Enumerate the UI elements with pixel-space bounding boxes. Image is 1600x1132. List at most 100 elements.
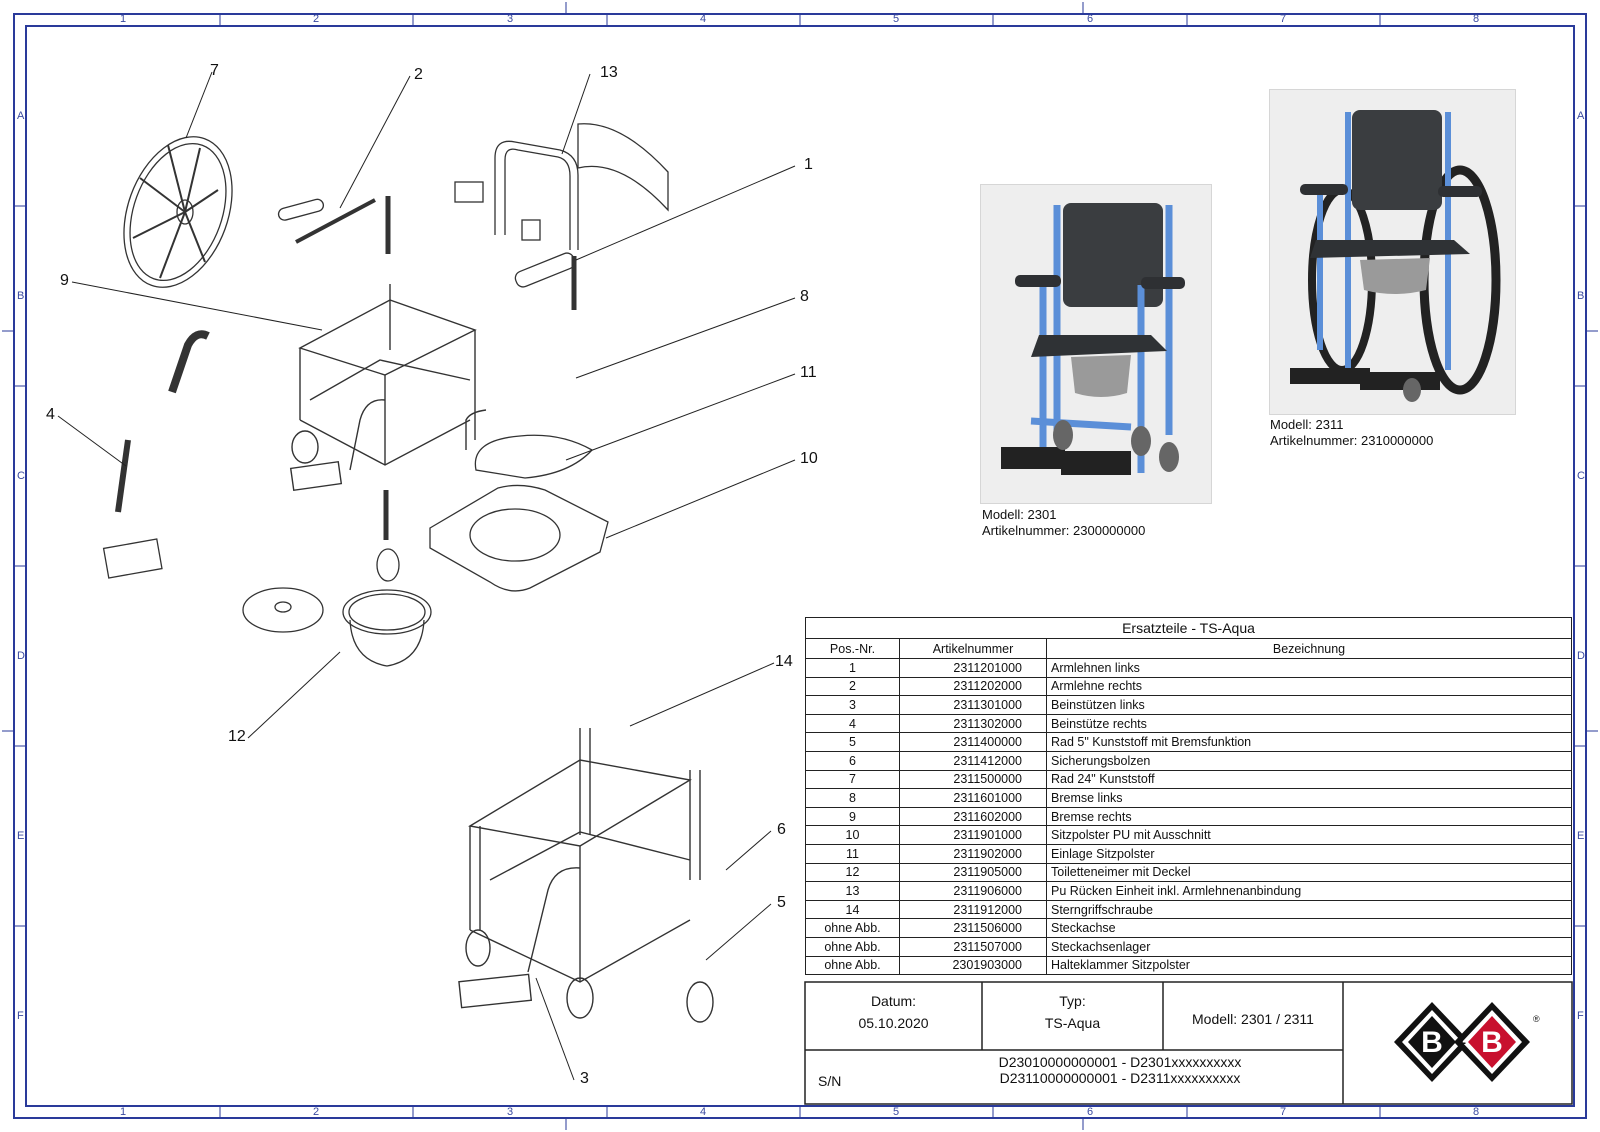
parts-table: Ersatzteile - TS-Aqua Pos.-Nr. Artikelnu…: [805, 617, 1572, 976]
bb-logo-icon: B B + ®: [1392, 1000, 1542, 1084]
zone-col-3-bottom: 3: [507, 1106, 514, 1118]
caption-model-2311: Modell: 2311 Artikelnummer: 2310000000: [1270, 417, 1433, 449]
shower-chair-with-wheels-icon: [1290, 110, 1501, 402]
parts-cell-art: 2311400000: [899, 732, 1047, 752]
callout-9: 9: [60, 272, 69, 289]
callout-2: 2: [414, 66, 423, 83]
parts-cell-desc: Sterngriffschraube: [1046, 899, 1572, 920]
caption-model-2311-name: Modell: 2311: [1270, 417, 1344, 432]
callout-7: 7: [210, 62, 219, 79]
callout-3: 3: [580, 1070, 589, 1087]
callout-8: 8: [800, 288, 809, 305]
sn-ranges: D23010000000001 - D2301xxxxxxxxxx D23110…: [900, 1054, 1340, 1086]
zone-row-c: C: [17, 470, 25, 482]
large-wheel: [123, 136, 233, 288]
date-value: 05.10.2020: [858, 1015, 929, 1031]
zone-col-7-bottom: 7: [1280, 1106, 1287, 1118]
caption-model-2301: Modell: 2301 Artikelnummer: 2300000000: [982, 507, 1145, 539]
zone-row-d: D: [17, 650, 25, 662]
parts-cell-pos: 12: [805, 862, 900, 883]
zone-row-f: F: [17, 1010, 24, 1022]
parts-cell-pos: ohne Abb.: [805, 918, 900, 938]
photo-model-2311: [1269, 89, 1516, 415]
zone-col-3: 3: [507, 13, 514, 25]
type-cell: Typ: TS-Aqua: [982, 993, 1163, 1031]
sn-range-2311: D23110000000001 - D2311xxxxxxxxxx: [999, 1070, 1241, 1086]
zone-col-4-bottom: 4: [700, 1106, 707, 1118]
type-value: TS-Aqua: [1044, 1015, 1101, 1031]
parts-cell-desc: Steckachse: [1046, 918, 1572, 938]
callout-10: 10: [800, 450, 818, 467]
callout-13: 13: [600, 64, 618, 81]
parts-table-title: Ersatzteile - TS-Aqua: [805, 617, 1572, 639]
callout-6: 6: [777, 821, 786, 838]
parts-cell-desc: Rad 5" Kunststoff mit Bremsfunktion: [1046, 732, 1572, 752]
zone-col-5: 5: [893, 13, 900, 25]
zone-col-8-bottom: 8: [1473, 1106, 1480, 1118]
model-value: Modell: 2301 / 2311: [1192, 1011, 1314, 1027]
parts-cell-art: 2311912000: [899, 899, 1047, 920]
zone-col-7: 7: [1280, 13, 1287, 25]
header-description: Bezeichnung: [1046, 638, 1572, 659]
parts-cell-art: 2311507000: [899, 936, 1047, 957]
zone-row-d-right: D: [1577, 650, 1585, 662]
callout-4: 4: [46, 406, 55, 423]
zone-col-1: 1: [120, 13, 127, 25]
logo-letter-right: B: [1481, 1026, 1503, 1059]
parts-cell-art: 2311412000: [899, 750, 1047, 771]
sn-label: S/N: [818, 1073, 842, 1089]
logo-registered: ®: [1533, 1014, 1540, 1024]
parts-cell-pos: ohne Abb.: [805, 955, 900, 976]
zone-col-4: 4: [700, 13, 707, 25]
callout-12: 12: [228, 728, 246, 745]
zone-row-e: E: [17, 830, 25, 842]
zone-row-f-right: F: [1577, 1010, 1584, 1022]
photo-model-2301: [980, 184, 1212, 504]
date-label: Datum:: [870, 993, 917, 1009]
zone-col-6-bottom: 6: [1087, 1106, 1094, 1118]
zone-row-b: B: [17, 290, 25, 302]
parts-cell-art: 2301903000: [899, 955, 1047, 976]
zone-row-b-right: B: [1577, 290, 1585, 302]
caption-model-2301-name: Modell: 2301: [982, 507, 1057, 522]
logo-letter-left: B: [1421, 1026, 1443, 1059]
logo-plus: +: [1458, 1035, 1466, 1051]
zone-col-5-bottom: 5: [893, 1106, 900, 1118]
zone-row-a-right: A: [1577, 110, 1585, 122]
zone-row-c-right: C: [1577, 470, 1585, 482]
date-cell: Datum: 05.10.2020: [805, 993, 982, 1031]
parts-cell-art: 2311902000: [899, 843, 1047, 864]
zone-col-2-bottom: 2: [313, 1106, 320, 1118]
zone-row-e-right: E: [1577, 830, 1585, 842]
header-article: Artikelnummer: [899, 638, 1047, 659]
parts-cell-desc: Halteklammer Sitzpolster: [1046, 955, 1572, 976]
callout-11: 11: [800, 364, 817, 381]
type-label: Typ:: [1059, 993, 1086, 1009]
zone-col-8: 8: [1473, 13, 1480, 25]
caption-model-2301-article: Artikelnummer: 2300000000: [982, 523, 1146, 538]
parts-cell-desc: Bremse rechts: [1046, 806, 1572, 827]
callout-5: 5: [777, 894, 786, 911]
shower-chair-icon: [1001, 203, 1185, 475]
parts-cell-pos: 11: [805, 843, 900, 864]
zone-col-1-bottom: 1: [120, 1106, 127, 1118]
zone-col-2: 2: [313, 13, 320, 25]
callout-1: 1: [804, 156, 813, 173]
caption-model-2311-article: Artikelnummer: 2310000000: [1270, 433, 1434, 448]
sn-range-2301: D23010000000001 - D2301xxxxxxxxxx: [998, 1054, 1242, 1070]
zone-col-6: 6: [1087, 13, 1094, 25]
zone-row-a: A: [17, 110, 25, 122]
